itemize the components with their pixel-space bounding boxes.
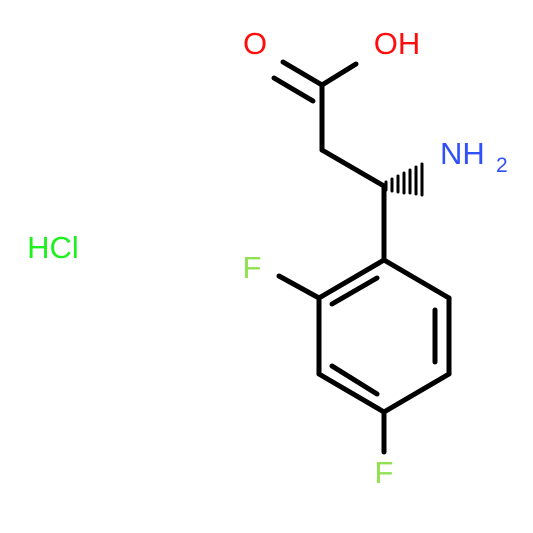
stereo-hash-bond <box>384 162 424 197</box>
amine-nitrogen-label: NH <box>440 136 485 171</box>
hydroxyl-label: OH <box>374 26 421 61</box>
bond-c-o-double-2 <box>271 75 316 104</box>
bond-c-oh <box>319 61 359 88</box>
carbonyl-oxygen-label: O <box>243 26 267 61</box>
amine-subscript: 2 <box>496 154 508 177</box>
bond-ch2-chiral <box>319 147 387 189</box>
bond-ring-f-ortho <box>276 273 322 301</box>
amine-label: NH 2 <box>440 136 508 177</box>
salt-label: HCl <box>27 230 79 265</box>
bond-c-o-double-1 <box>280 59 325 88</box>
benzene-ring <box>316 257 452 415</box>
fluorine-ortho-label: F <box>243 250 262 285</box>
fluorine-para-label: F <box>375 455 394 490</box>
